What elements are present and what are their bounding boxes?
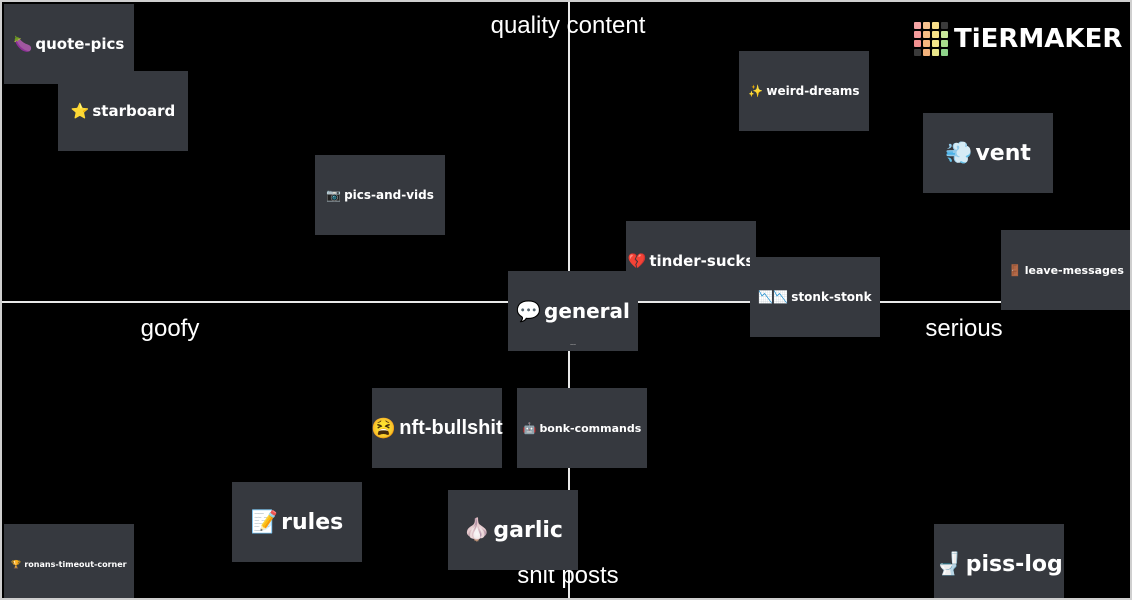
tile-label: pics-and-vids bbox=[344, 188, 434, 202]
star-icon: ⭐ bbox=[70, 102, 90, 120]
logo-grid-cell bbox=[923, 31, 930, 38]
logo-grid-cell bbox=[923, 22, 930, 29]
broken-heart-icon: 💔 bbox=[627, 252, 647, 270]
logo-grid-cell bbox=[932, 31, 939, 38]
tile-label: rules bbox=[281, 509, 344, 535]
tile-label: bonk-commands bbox=[539, 421, 642, 435]
tile-label: ronans-timeout-corner bbox=[24, 559, 127, 569]
door-icon: 🚪 bbox=[1008, 263, 1022, 277]
logo-grid-cell bbox=[914, 49, 921, 56]
tile-label: vent bbox=[975, 140, 1031, 166]
logo-grid-cell bbox=[941, 31, 948, 38]
logo-grid-cell bbox=[932, 22, 939, 29]
tile-nft-bullshit[interactable]: 😫nft-bullshit bbox=[371, 388, 503, 468]
tile-starboard[interactable]: ⭐starboard bbox=[58, 71, 188, 151]
tile-label: piss-log bbox=[965, 551, 1063, 577]
trophy-icon: 🏆 bbox=[11, 559, 22, 569]
logo-grid-cell bbox=[932, 49, 939, 56]
logo-grid-cell bbox=[941, 22, 948, 29]
dash-icon: 💨 bbox=[945, 140, 973, 166]
sparkles-icon: ✨ bbox=[748, 84, 764, 98]
tile-quote-pics[interactable]: 🍆quote-pics bbox=[4, 4, 134, 84]
tile-tinder-sucks[interactable]: 💔tinder-sucks bbox=[626, 221, 756, 301]
logo-grid-cell bbox=[941, 49, 948, 56]
logo-grid-cell bbox=[932, 40, 939, 47]
tiermaker-logo[interactable]: TiERMAKER bbox=[914, 22, 1122, 56]
tile-label: tinder-sucks bbox=[649, 252, 755, 270]
toilet-icon: 🚽 bbox=[935, 551, 963, 577]
logo-grid-icon bbox=[914, 22, 948, 56]
robot-icon: 🤖 bbox=[522, 421, 537, 435]
tile-label: quote-pics bbox=[35, 35, 125, 53]
logo-grid-cell bbox=[923, 40, 930, 47]
tile-sub-label: ... bbox=[570, 341, 576, 347]
tile-weird-dreams[interactable]: ✨weird-dreams bbox=[739, 51, 869, 131]
logo-grid-cell bbox=[914, 40, 921, 47]
tile-piss-log[interactable]: 🚽piss-log bbox=[934, 524, 1064, 598]
tile-garlic[interactable]: 🧄garlic bbox=[448, 490, 578, 570]
tile-bonk-commands[interactable]: 🤖bonk-commands bbox=[517, 388, 647, 468]
axis-label-left: goofy bbox=[140, 315, 200, 342]
axis-label-right: serious bbox=[925, 315, 1003, 342]
tile-general[interactable]: 💬general ... bbox=[508, 271, 638, 351]
tile-ronans-timeout-corner[interactable]: 🏆ronans-timeout-corner bbox=[4, 524, 134, 598]
speech-bubble-icon: 💬 bbox=[516, 299, 541, 323]
tired-face-icon: 😫 bbox=[371, 417, 397, 440]
tile-label: weird-dreams bbox=[766, 84, 860, 98]
tile-leave-messages[interactable]: 🚪leave-messages bbox=[1001, 230, 1130, 310]
eggplant-icon: 🍆 bbox=[13, 35, 33, 53]
tile-label: garlic bbox=[493, 517, 563, 543]
logo-text: TiERMAKER bbox=[954, 24, 1123, 54]
tile-label: starboard bbox=[92, 102, 176, 120]
camera-icon: 📷 bbox=[326, 188, 342, 202]
tile-label: general bbox=[544, 299, 630, 323]
tile-label: nft-bullshit bbox=[399, 416, 503, 439]
axis-label-top: quality content bbox=[490, 12, 646, 39]
chart-down-icon: 📉📉 bbox=[758, 290, 789, 304]
tile-rules[interactable]: 📝rules bbox=[232, 482, 362, 562]
logo-grid-cell bbox=[923, 49, 930, 56]
tile-vent[interactable]: 💨vent bbox=[923, 113, 1053, 193]
tile-label: stonk-stonk bbox=[791, 290, 872, 304]
memo-icon: 📝 bbox=[250, 509, 279, 535]
garlic-icon: 🧄 bbox=[463, 517, 491, 543]
tile-pics-and-vids[interactable]: 📷pics-and-vids bbox=[315, 155, 445, 235]
tile-label: leave-messages bbox=[1024, 263, 1124, 277]
logo-grid-cell bbox=[914, 22, 921, 29]
logo-grid-cell bbox=[941, 40, 948, 47]
logo-grid-cell bbox=[914, 31, 921, 38]
tile-stonk-stonk[interactable]: 📉📉stonk-stonk bbox=[750, 257, 880, 337]
